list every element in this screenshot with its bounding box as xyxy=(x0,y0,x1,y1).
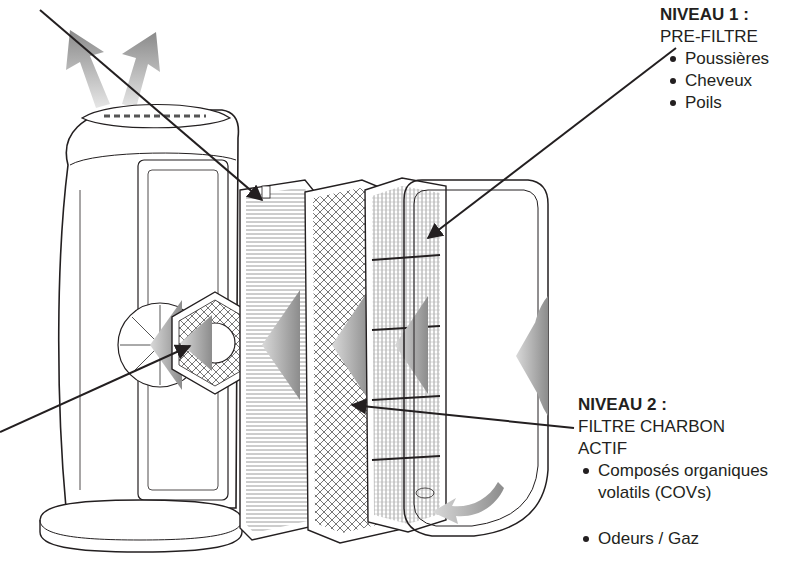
level-heading: NIVEAU 1 : xyxy=(660,4,795,26)
body-line xyxy=(80,190,81,490)
leader-line xyxy=(352,405,574,428)
filter-tab xyxy=(262,186,270,198)
bullet-dot xyxy=(670,78,676,84)
leader-line xyxy=(428,48,676,238)
prefilter-bars xyxy=(372,255,440,460)
purifier-base xyxy=(40,500,242,552)
level-heading: NIVEAU 2 : xyxy=(578,394,743,416)
bullet-item: Poils xyxy=(685,92,795,114)
airflow-arrow xyxy=(516,296,548,416)
back-cover xyxy=(404,180,548,536)
pre-filter xyxy=(365,178,446,532)
leader-line xyxy=(40,10,262,200)
control-buttons xyxy=(104,115,206,118)
airflow-arrow xyxy=(432,482,504,524)
airflow-arrow xyxy=(66,30,110,108)
airflow-arrow xyxy=(180,315,212,371)
brand-logo xyxy=(416,488,434,498)
airflow-arrow xyxy=(262,290,300,400)
bullet-item: Composés organiques volatils (COVs) xyxy=(598,460,778,504)
filter-name: PRE-FILTRE xyxy=(660,26,795,48)
bullet-dot xyxy=(670,100,676,106)
body-seam xyxy=(70,153,236,165)
bullet-item: Poussières xyxy=(685,48,795,70)
leader-line xyxy=(0,346,190,432)
bullet-dot xyxy=(670,56,676,62)
filter-pleats xyxy=(246,187,312,533)
airflow-arrow xyxy=(395,296,428,394)
bullet-dot xyxy=(583,468,589,474)
bullet-item: Odeurs / Gaz xyxy=(598,528,778,550)
base-edge xyxy=(40,520,242,540)
bullet-dot xyxy=(583,536,589,542)
bullet-item: Cheveux xyxy=(685,70,795,92)
airflow-arrow xyxy=(332,288,370,402)
filter-name: FILTRE CHARBON ACTIF xyxy=(578,416,738,460)
